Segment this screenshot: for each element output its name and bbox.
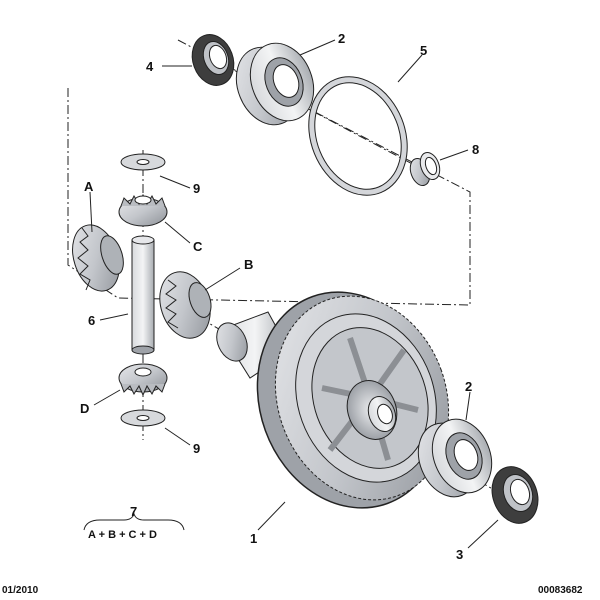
differential-housing [216,291,450,509]
cross-shaft [131,235,155,355]
footer-reference: 00083682 [538,585,583,596]
oil-seal-bottom [491,466,539,524]
callout-1: 1 [250,531,258,546]
leader-lines [89,39,499,549]
callout-5: 5 [420,43,428,58]
callout-b: B [244,257,254,272]
kit-brace [83,512,185,531]
sun-gear-left [72,224,124,292]
planet-gear-top [118,193,168,227]
thrust-washer-top [120,153,166,171]
callout-9-bottom: 9 [193,441,201,456]
callout-d: D [80,401,90,416]
callout-9-top: 9 [193,181,201,196]
bushing [409,151,441,187]
bearing-bottom [417,418,493,498]
oil-seal-top [191,34,235,86]
callout-2-top: 2 [338,31,346,46]
callout-c: C [193,239,203,254]
snap-ring [308,76,408,196]
callout-6: 6 [88,313,96,328]
footer-date: 01/2010 [2,585,39,596]
callout-4: 4 [146,59,154,74]
callout-a: A [84,179,94,194]
callout-3: 3 [456,547,464,562]
planet-gear-bottom [118,363,168,397]
kit-number: 7 [130,504,138,519]
callout-8: 8 [472,142,480,157]
bearing-top [235,42,315,126]
callout-2-bottom: 2 [465,379,473,394]
thrust-washer-bottom [120,409,166,427]
kit-formula: A + B + C + D [88,529,157,541]
sun-gear-right [159,271,212,339]
